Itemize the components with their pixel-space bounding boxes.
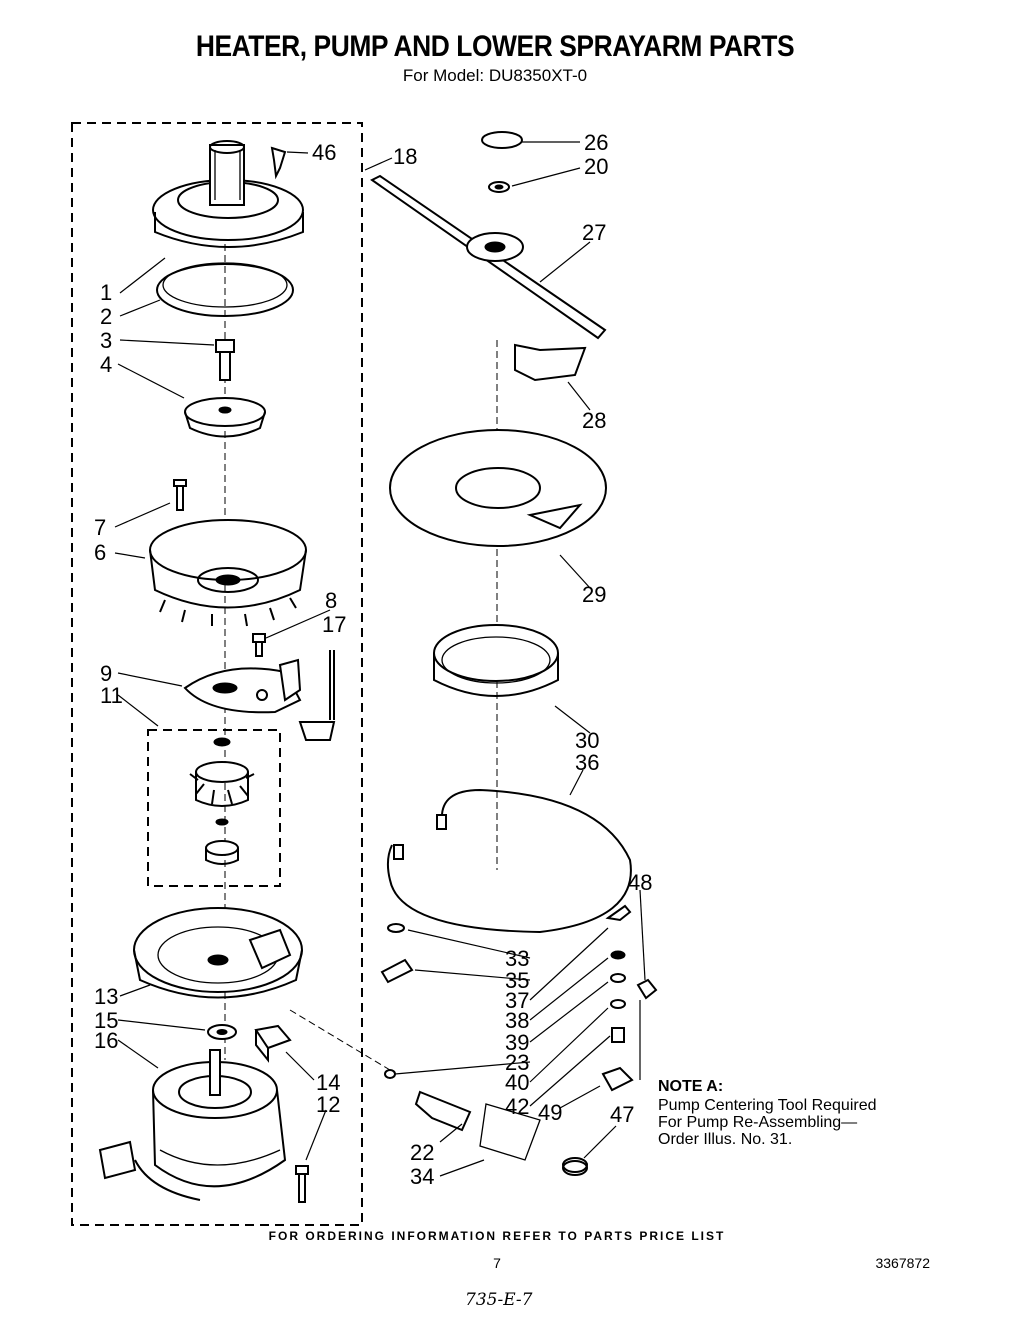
lower-pump-housing: [133, 907, 303, 999]
handwritten-note: 735-E-7: [465, 1290, 533, 1310]
leader-lines: [114, 141, 646, 1177]
callout-48: 48: [628, 870, 652, 895]
callout-26: 26: [584, 130, 608, 155]
motor-block-part-14: [254, 1024, 292, 1063]
callout-28: 28: [582, 408, 606, 433]
callout-7: 7: [94, 515, 106, 540]
callout-38: 38: [505, 1008, 529, 1033]
callout-47: 47: [610, 1102, 634, 1127]
callout-3: 3: [100, 328, 112, 353]
bracket-part-35: [380, 958, 414, 984]
callout-27: 27: [582, 220, 606, 245]
callout-numbers: 46 18 1 2 3 4 7 6 8 17 9 11 13 15 16 14 …: [94, 130, 652, 1189]
callout-8: 8: [325, 588, 337, 613]
callout-6: 6: [94, 540, 106, 565]
washer-part-33: [387, 923, 405, 933]
clamp-part-47: [562, 1157, 588, 1176]
pump-top-cover: [152, 140, 304, 248]
callout-12: 12: [316, 1092, 340, 1117]
callout-4: 4: [100, 352, 112, 377]
seal-ring: [156, 262, 294, 317]
callout-33: 33: [505, 946, 529, 971]
drain-valve: [384, 1069, 541, 1161]
heater-element: [386, 788, 632, 934]
callout-2: 2: [100, 304, 112, 329]
callout-35: 35: [505, 968, 529, 993]
motor-washer: [207, 1024, 237, 1040]
callout-37: 37: [505, 988, 529, 1013]
heater-rod: [298, 650, 336, 741]
note-a: NOTE A: Pump Centering Tool Required For…: [658, 1078, 877, 1148]
callout-13: 13: [94, 984, 118, 1009]
pump-assembly-group-box: [71, 122, 363, 1226]
callout-18: 18: [393, 144, 417, 169]
callout-15: 15: [94, 1008, 118, 1033]
callout-9: 9: [100, 661, 112, 686]
note-line-2: For Pump Re-Assembling—: [658, 1114, 857, 1131]
impeller-bolt: [215, 339, 235, 381]
screw-part-7: [173, 479, 187, 511]
mounting-plate: [183, 658, 302, 714]
callout-42: 42: [505, 1094, 529, 1119]
page-title: HEATER, PUMP AND LOWER SPRAYARM PARTS: [195, 30, 795, 63]
clip-part-46: [270, 146, 287, 180]
callout-30: 30: [575, 728, 599, 753]
screw-part-8: [252, 633, 266, 657]
sprayarm-cap: [481, 131, 523, 149]
note-line-1: Pump Centering Tool Required: [658, 1097, 877, 1114]
drain-center-line: [289, 1009, 391, 1071]
callout-36: 36: [575, 750, 599, 775]
note-line-3: Order Illus. No. 31.: [658, 1131, 792, 1148]
callout-34: 34: [410, 1164, 434, 1189]
callout-39: 39: [505, 1030, 529, 1055]
sprayarm-support-part-28: [514, 343, 587, 382]
callout-46: 46: [312, 140, 336, 165]
callout-11: 11: [100, 683, 123, 708]
callout-23: 23: [505, 1050, 529, 1075]
callout-29: 29: [582, 582, 606, 607]
callout-40: 40: [505, 1070, 529, 1095]
sprayarm-nut: [488, 181, 510, 193]
pump-motor: [98, 1049, 287, 1201]
chopper-assembly: [189, 737, 255, 865]
callout-16: 16: [94, 1028, 118, 1053]
callout-1: 1: [100, 280, 112, 305]
callout-14: 14: [316, 1070, 340, 1095]
lower-sprayarm: [370, 174, 607, 340]
callout-22: 22: [410, 1140, 434, 1165]
note-title: NOTE A:: [658, 1078, 723, 1095]
callout-20: 20: [584, 154, 608, 179]
terminal-parts-stack: [601, 904, 658, 1092]
filter-screen: [389, 429, 607, 547]
impeller-cap: [184, 397, 266, 438]
screw-part-12: [295, 1165, 309, 1203]
document-number: 3367872: [875, 1255, 930, 1271]
model-subtitle: For Model: DU8350XT-0: [402, 66, 588, 85]
filter-ring-seal: [433, 624, 559, 697]
chopper-subassembly-box: [147, 729, 281, 887]
page-number: 7: [493, 1255, 501, 1271]
pump-housing: [149, 519, 307, 627]
callout-17: 17: [322, 612, 346, 637]
callout-49: 49: [538, 1100, 562, 1125]
ordering-info: FOR ORDERING INFORMATION REFER TO PARTS …: [269, 1229, 726, 1243]
